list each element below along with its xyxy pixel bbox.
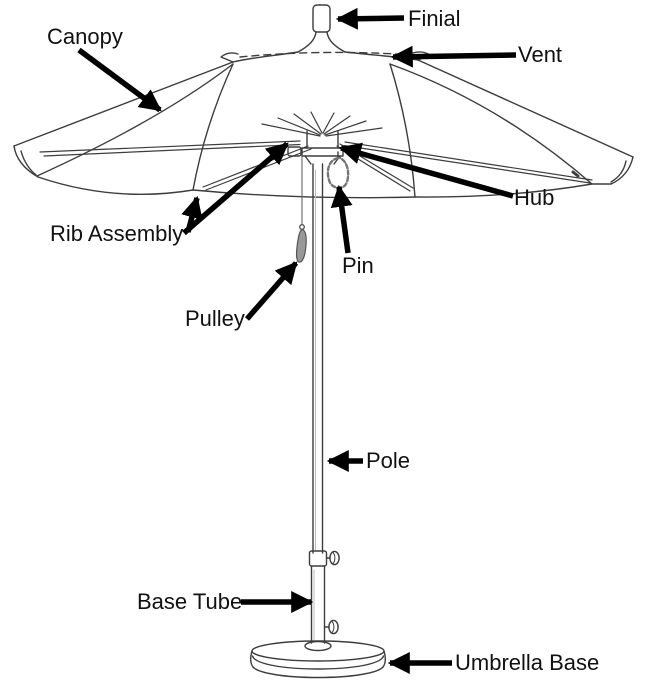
label-finial: Finial: [408, 6, 461, 31]
label-rib-assembly: Rib Assembly: [50, 221, 184, 246]
label-pole: Pole: [366, 448, 411, 473]
vent-arrow: [390, 45, 517, 68]
label-canopy: Canopy: [47, 24, 123, 49]
pulley-shape: [296, 155, 307, 263]
finial-arrow: [335, 7, 405, 30]
pole-shape: [312, 163, 324, 554]
finial-shape: [297, 4, 346, 53]
label-pin: Pin: [342, 253, 374, 278]
hub-shape: [287, 130, 344, 165]
rib-assembly-shape: [39, 111, 593, 192]
pin-arrow: [330, 184, 353, 254]
hub-arrow: [338, 142, 514, 199]
pin-shape: [326, 151, 350, 189]
canopy-arrow: [77, 47, 162, 113]
label-base-tube: Base Tube: [137, 589, 243, 614]
label-umbrella-base: Umbrella Base: [455, 650, 600, 675]
rib-assembly-arrow-short: [181, 195, 203, 233]
pulley-arrow: [244, 261, 299, 321]
label-pulley: Pulley: [185, 306, 245, 331]
umbrella-base-shape: [249, 640, 387, 679]
label-hub: Hub: [514, 185, 555, 210]
canopy-shape: [13, 59, 634, 199]
label-vent: Vent: [518, 42, 563, 67]
